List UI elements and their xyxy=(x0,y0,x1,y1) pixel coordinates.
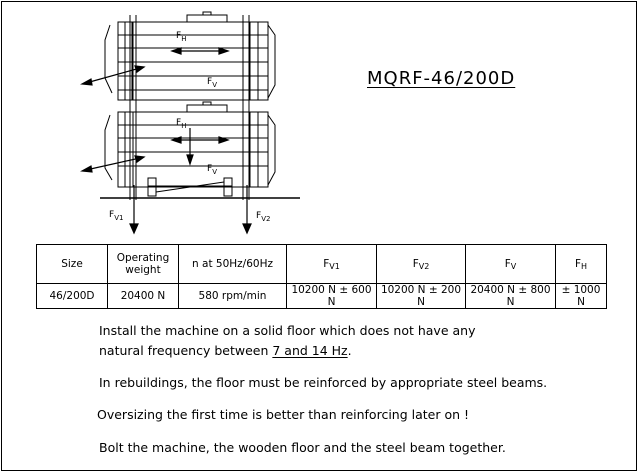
label-fh-top: FH xyxy=(176,31,186,43)
cell-n: 580 rpm/min xyxy=(178,283,287,309)
machine-frame xyxy=(100,15,300,200)
label-fh-bottom: FH xyxy=(176,118,186,130)
note-line-3: In rebuildings, the floor must be reinfo… xyxy=(99,375,548,390)
note-line-4: Oversizing the first time is better than… xyxy=(97,407,470,422)
label-fv1: FV1 xyxy=(109,210,123,222)
note-line-2: natural frequency between 7 and 14 Hz. xyxy=(99,343,352,358)
force-labels: FH FV FH FV FV1 FV2 xyxy=(109,31,270,223)
table-row: 46/200D 20400 N 580 rpm/min 10200 N ± 60… xyxy=(36,283,607,309)
cell-fh: ± 1000 N xyxy=(555,283,607,309)
cell-size: 46/200D xyxy=(36,283,108,309)
header-fv: FV xyxy=(465,244,556,284)
header-n: n at 50Hz/60Hz xyxy=(178,244,287,284)
cell-weight: 20400 N xyxy=(107,283,179,309)
note-line-1: Install the machine on a solid floor whi… xyxy=(99,323,476,338)
upper-sieve-box xyxy=(104,11,276,101)
model-title: MQRF-46/200D xyxy=(367,68,516,89)
header-size: Size xyxy=(36,244,108,284)
label-fv-bottom: FV xyxy=(207,164,217,176)
force-arrows xyxy=(80,47,252,235)
header-fh: FH xyxy=(555,244,607,284)
header-fv1: FV1 xyxy=(286,244,377,284)
cell-fv: 20400 N ± 800 N xyxy=(465,283,556,309)
cell-fv2: 10200 N ± 200 N xyxy=(376,283,466,309)
label-fv2: FV2 xyxy=(256,211,270,223)
label-fv-top: FV xyxy=(207,77,217,89)
header-fv2: FV2 xyxy=(376,244,466,284)
cell-fv1: 10200 N ± 600 N xyxy=(286,283,377,309)
note-line-5: Bolt the machine, the wooden floor and t… xyxy=(99,440,506,455)
